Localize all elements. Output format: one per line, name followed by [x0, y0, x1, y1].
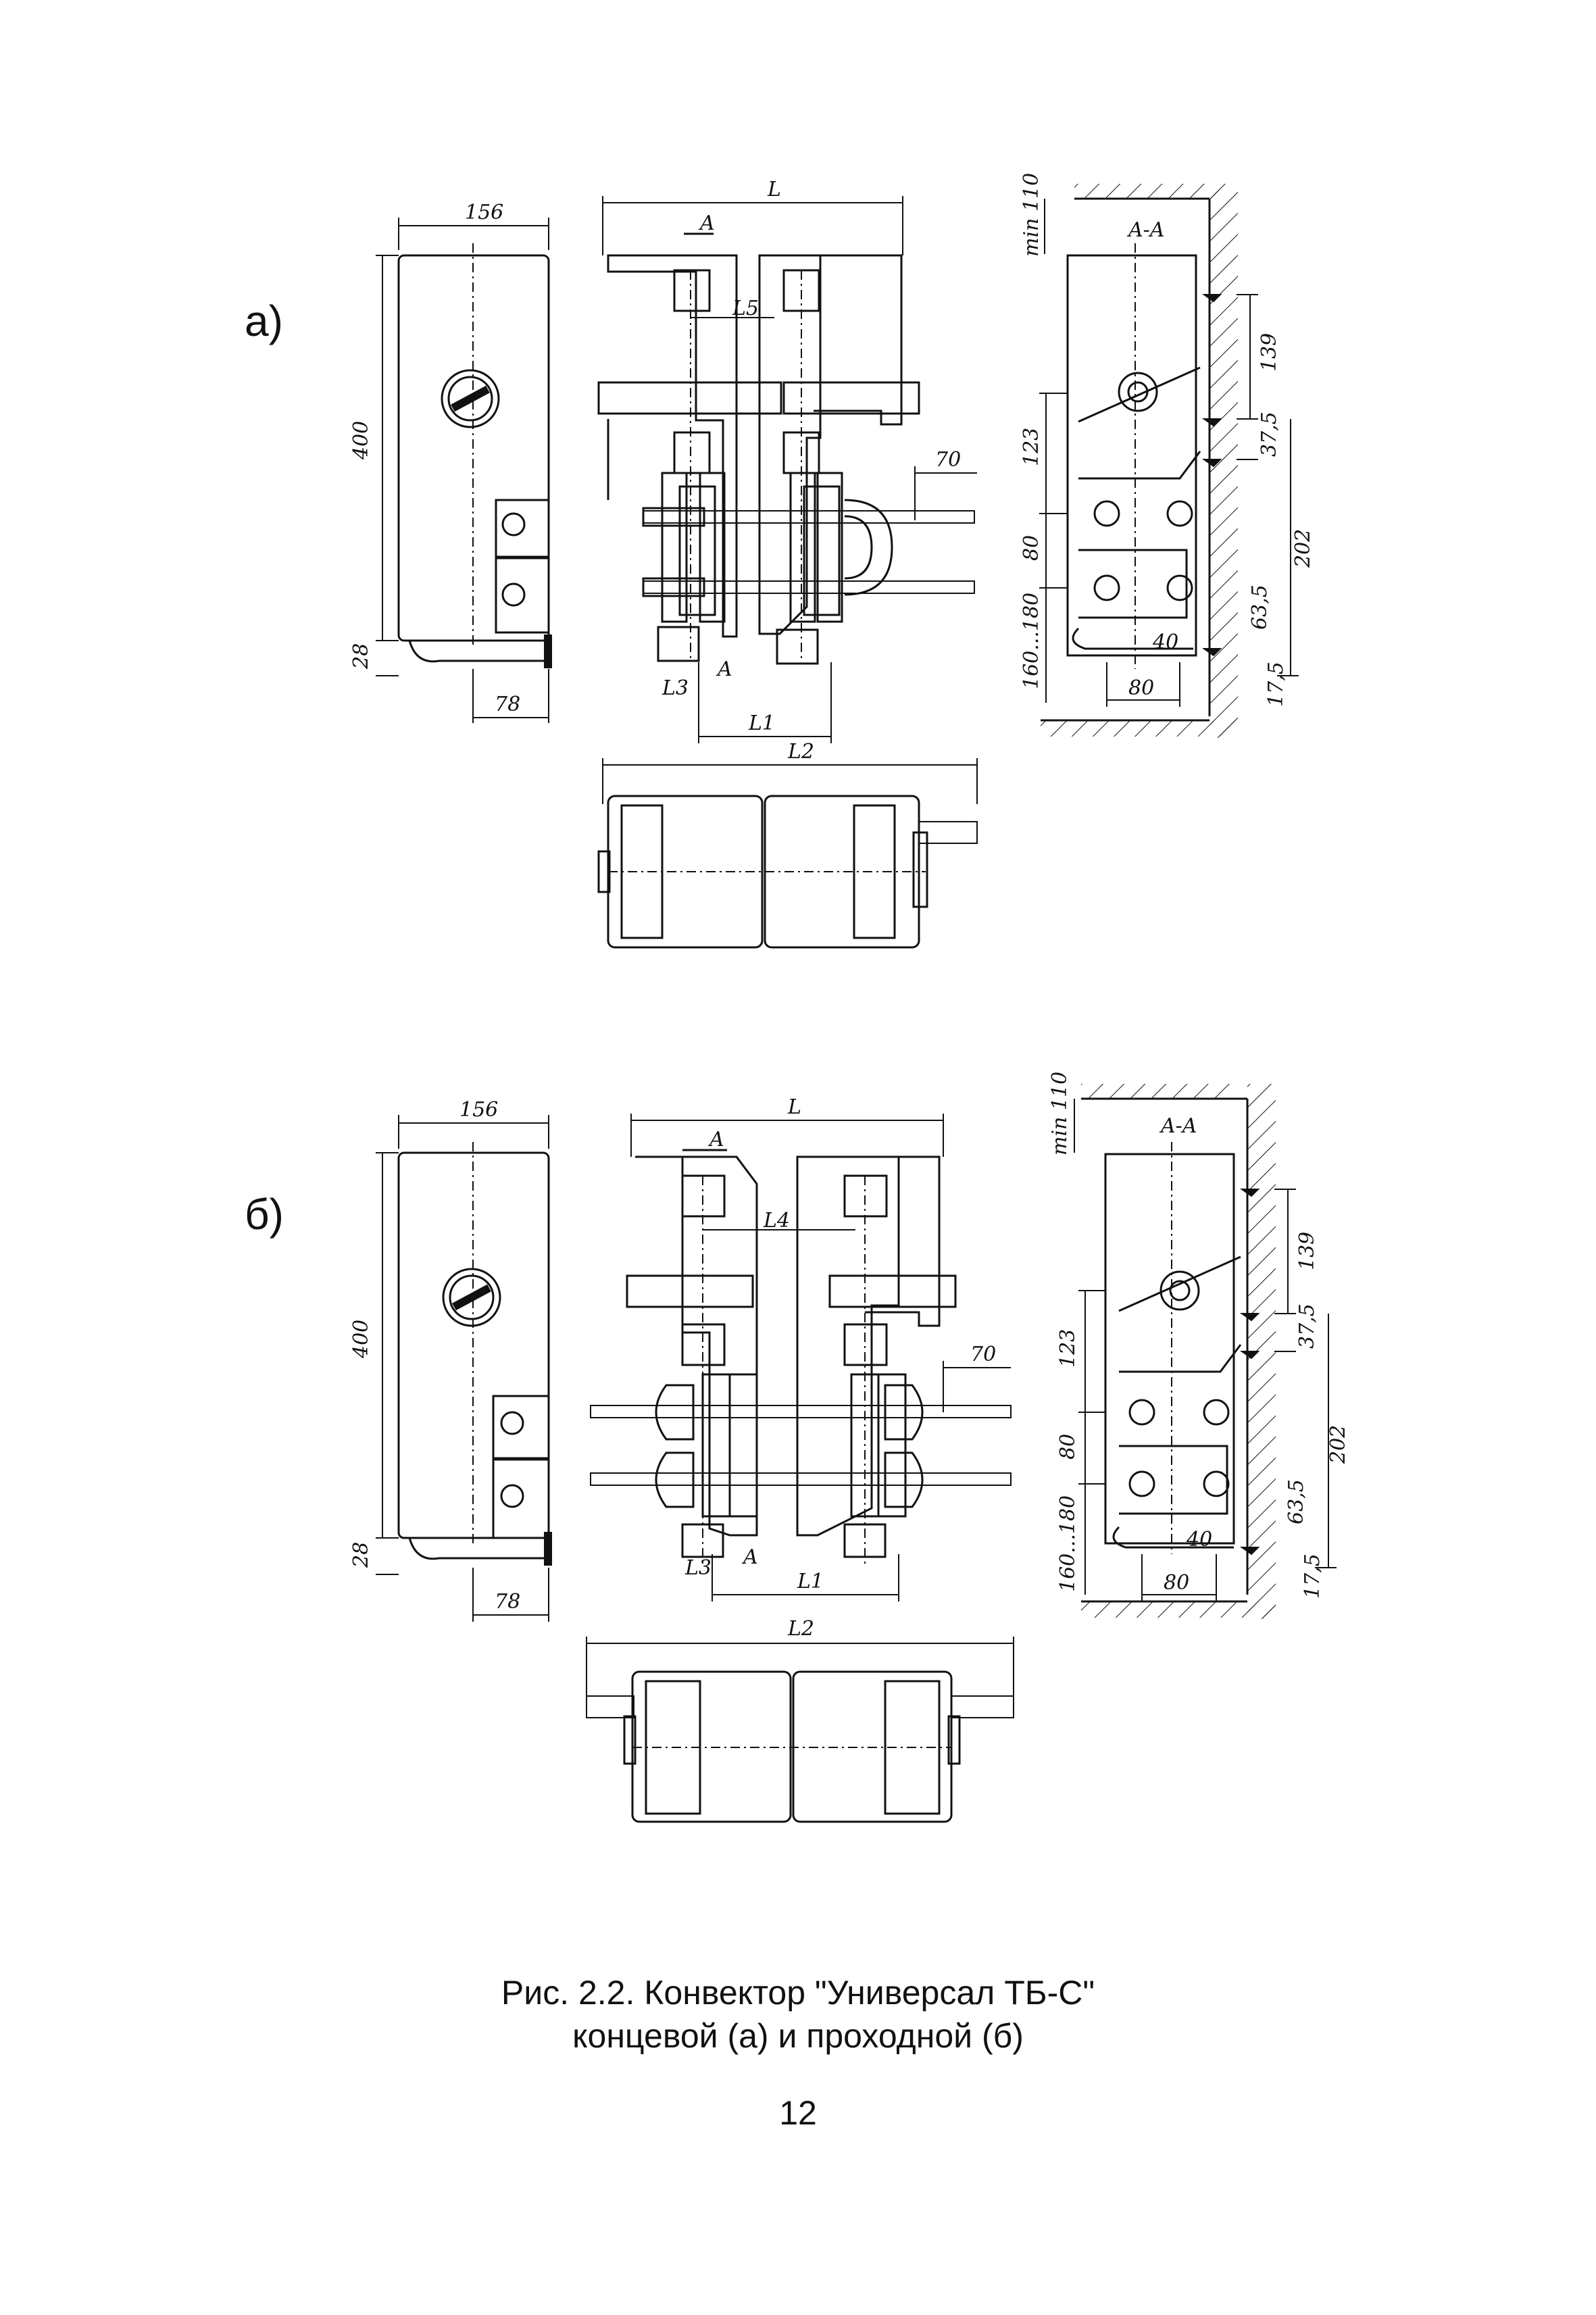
dim-202-a: 202 [1291, 529, 1315, 568]
dim-139-a: 139 [1257, 333, 1281, 372]
dim-123-a: 123 [1020, 428, 1043, 466]
dim-min110-a: min 110 [1020, 173, 1043, 257]
figure-caption-line-2: концевой (а) и проходной (б) [572, 2017, 1024, 2055]
dim-L-b: L [787, 1095, 801, 1119]
dim-37-5-a: 37,5 [1257, 412, 1281, 457]
dim-80-vertical-a: 80 [1020, 535, 1043, 561]
dim-400-a: 400 [349, 421, 373, 460]
dim-L1-b: L1 [797, 1570, 824, 1593]
dim-L1-a: L1 [748, 712, 775, 735]
dim-123-b: 123 [1056, 1329, 1080, 1368]
dim-L5-a: L5 [732, 297, 759, 320]
figure-caption-line-1: Рис. 2.2. Конвектор "Универсал ТБ-С" [501, 1974, 1095, 2012]
variant-b-label: б) [245, 1190, 284, 1239]
dim-40-a: 40 [1152, 630, 1178, 654]
side-view-b: 156 400 28 [349, 1098, 552, 1622]
variant-a-drawing: 156 400 28 [349, 173, 1315, 949]
section-AA-title-b: A-A [1159, 1114, 1197, 1138]
dim-78-b: 78 [495, 1590, 520, 1614]
dim-L3-b: L3 [684, 1556, 712, 1580]
dim-70-b: 70 [970, 1343, 996, 1366]
dim-80-horizontal-b: 80 [1164, 1571, 1189, 1595]
dim-L3-a: L3 [662, 676, 689, 700]
section-aa-b: A-A min 110 [1048, 1072, 1350, 1619]
section-A-bottom-a: A [716, 657, 732, 681]
dim-17-5-a: 17,5 [1264, 662, 1288, 707]
section-AA-title-a: A-A [1126, 218, 1164, 242]
dim-min110-b: min 110 [1048, 1072, 1072, 1155]
dim-139-b: 139 [1295, 1232, 1319, 1270]
dim-160-180-a: 160...180 [1020, 593, 1043, 689]
dim-160-180-b: 160...180 [1056, 1495, 1080, 1592]
side-view-a: 156 400 28 [349, 201, 552, 723]
dim-156-b: 156 [459, 1098, 498, 1122]
dim-28-b: 28 [349, 1542, 373, 1568]
section-A-bottom-b: A [741, 1545, 758, 1569]
dim-L2-b: L2 [787, 1617, 814, 1641]
dim-63-5-a: 63,5 [1248, 584, 1272, 630]
front-view-a: L A L5 [597, 178, 977, 743]
dim-63-5-b: 63,5 [1285, 1479, 1308, 1524]
top-view-a: L2 [597, 740, 978, 949]
dim-28-a: 28 [349, 643, 373, 670]
dim-202-b: 202 [1326, 1425, 1350, 1464]
dim-17-5-b: 17,5 [1301, 1553, 1324, 1599]
section-A-top-a: A [698, 211, 715, 235]
dim-L4-b: L4 [763, 1209, 790, 1233]
dim-156-a: 156 [465, 201, 503, 224]
dim-L-a: L [767, 178, 781, 201]
dim-78-a: 78 [495, 693, 520, 716]
dim-40-b: 40 [1186, 1528, 1212, 1551]
dim-37-5-b: 37,5 [1295, 1303, 1319, 1349]
section-aa-a: A-A min 110 [1020, 173, 1315, 738]
dim-70-a: 70 [935, 448, 961, 472]
section-A-top-b: A [707, 1128, 724, 1151]
variant-a-label: а) [245, 297, 283, 345]
front-view-b: L A L4 [590, 1095, 1012, 1601]
dim-400-b: 400 [349, 1320, 373, 1359]
top-view-b: L2 [586, 1617, 1014, 1823]
variant-b-drawing: 156 400 28 [349, 1072, 1350, 1823]
dim-80-horizontal-a: 80 [1128, 676, 1154, 700]
page-number: 12 [779, 2094, 817, 2132]
dim-L2-a: L2 [787, 740, 814, 764]
dim-80-vertical-b: 80 [1056, 1434, 1080, 1460]
